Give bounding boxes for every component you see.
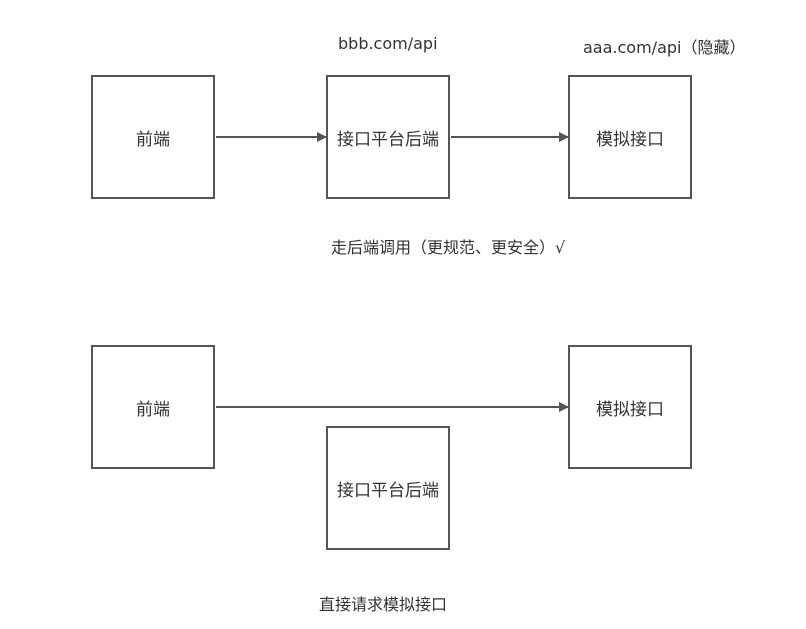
top-flow-caption: 走后端调用（更规范、更安全）√	[331, 238, 566, 257]
frontend-box-label: 前端	[136, 129, 170, 150]
mock-box-top: 模拟接口	[568, 75, 692, 199]
backend-box-label: 接口平台后端	[337, 480, 439, 501]
backend-box-top: 接口平台后端	[326, 75, 450, 199]
backend-url-label: bbb.com/api	[338, 34, 438, 53]
mock-box-label: 模拟接口	[596, 399, 664, 420]
frontend-box-label: 前端	[136, 399, 170, 420]
mock-url-label: aaa.com/api（隐藏）	[583, 38, 746, 57]
mock-box-bottom: 模拟接口	[568, 345, 692, 469]
frontend-box-bottom: 前端	[91, 345, 215, 469]
mock-box-label: 模拟接口	[596, 129, 664, 150]
backend-box-bottom: 接口平台后端	[326, 426, 450, 550]
frontend-box-top: 前端	[91, 75, 215, 199]
bottom-flow-caption: 直接请求模拟接口	[319, 595, 448, 614]
backend-box-label: 接口平台后端	[337, 129, 439, 150]
